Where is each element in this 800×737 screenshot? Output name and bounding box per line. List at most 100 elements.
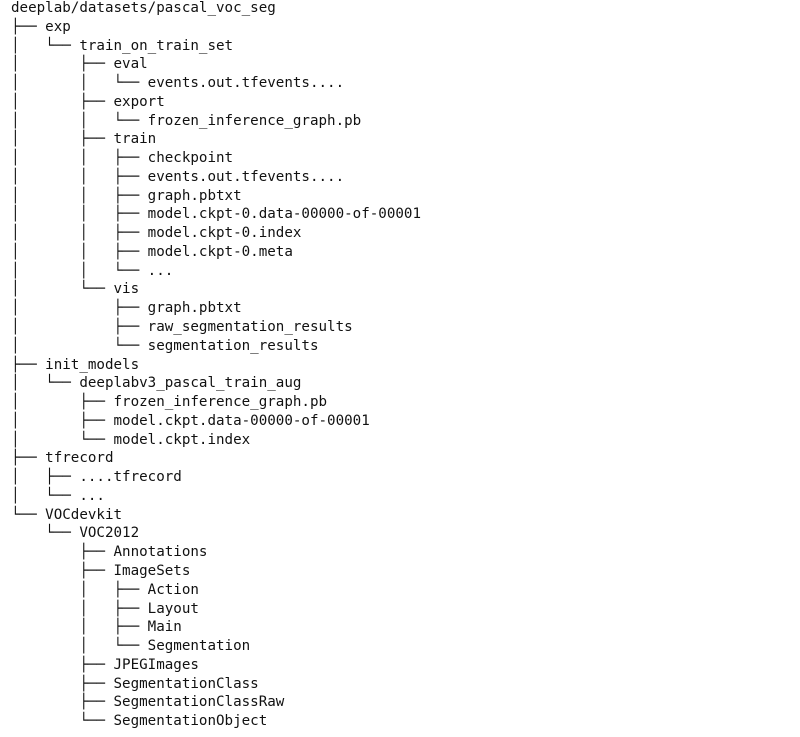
tree-line: ├── SegmentationClass [11, 675, 791, 694]
tree-entry: ... [79, 487, 105, 504]
tree-entry: frozen_inference_graph.pb [147, 112, 362, 129]
tree-line: │ └── model.ckpt.index [11, 431, 791, 450]
tree-entry: Action [147, 581, 199, 598]
tree-line: │ │ └── ... [11, 262, 791, 281]
tree-guide: │ │ ├── [11, 187, 148, 204]
tree-entry: export [113, 93, 165, 110]
tree-guide: │ │ ├── [11, 243, 148, 260]
tree-guide: │ ├── [11, 469, 80, 486]
tree-guide: └── [11, 713, 114, 730]
tree-entry: exp [45, 18, 71, 35]
tree-guide: │ │ └── [11, 75, 148, 92]
tree-guide: │ │ ├── [11, 168, 148, 185]
tree-entry: tfrecord [45, 450, 114, 467]
tree-line: │ └── deeplabv3_pascal_train_aug [11, 374, 791, 393]
tree-entry: SegmentationClass [113, 675, 259, 692]
tree-guide: ├── [11, 675, 114, 692]
tree-guide: ├── [11, 450, 46, 467]
tree-line: └── VOC2012 [11, 524, 791, 543]
tree-line: │ ├── Layout [11, 600, 791, 619]
tree-entry: VOC2012 [79, 525, 140, 542]
directory-tree: deeplab/datasets/pascal_voc_seg ├── exp … [11, 0, 791, 731]
tree-guide: │ ├── [11, 600, 148, 617]
tree-guide: │ │ └── [11, 262, 148, 279]
tree-line: │ │ └── events.out.tfevents.... [11, 74, 791, 93]
tree-entry: model.ckpt-0.index [147, 225, 302, 242]
tree-guide: │ └── [11, 37, 80, 54]
tree-guide: │ ├── [11, 300, 148, 317]
tree-entry: JPEGImages [113, 656, 199, 673]
tree-entry: SegmentationClassRaw [113, 694, 285, 711]
tree-guide: │ └── [11, 638, 148, 655]
tree-entry: graph.pbtxt [147, 300, 242, 317]
tree-guide: │ ├── [11, 93, 114, 110]
tree-line: │ └── Segmentation [11, 637, 791, 656]
tree-line: │ ├── raw_segmentation_results [11, 318, 791, 337]
tree-guide: ├── [11, 18, 46, 35]
tree-entry: model.ckpt.data-00000-of-00001 [113, 412, 370, 429]
tree-guide: │ ├── [11, 131, 114, 148]
tree-entry: graph.pbtxt [147, 187, 242, 204]
tree-entry: deeplabv3_pascal_train_aug [79, 375, 302, 392]
tree-line: ├── tfrecord [11, 449, 791, 468]
tree-entry: checkpoint [147, 150, 234, 167]
tree-root-path: deeplab/datasets/pascal_voc_seg [11, 0, 276, 16]
tree-line: │ │ ├── model.ckpt-0.index [11, 224, 791, 243]
tree-line: │ ├── ....tfrecord [11, 468, 791, 487]
tree-entry: frozen_inference_graph.pb [113, 394, 328, 411]
tree-entry: segmentation_results [147, 337, 319, 354]
tree-guide: ├── [11, 562, 114, 579]
tree-entry: events.out.tfevents.... [147, 168, 345, 185]
tree-line: ├── Annotations [11, 543, 791, 562]
tree-entry: raw_segmentation_results [147, 319, 353, 336]
tree-line: │ ├── export [11, 93, 791, 112]
tree-line: └── SegmentationObject [11, 712, 791, 731]
tree-entry: Layout [147, 600, 199, 617]
tree-line: │ ├── eval [11, 55, 791, 74]
tree-guide: │ └── [11, 337, 148, 354]
tree-line: │ ├── model.ckpt.data-00000-of-00001 [11, 412, 791, 431]
tree-guide: │ │ ├── [11, 225, 148, 242]
tree-line: │ │ ├── checkpoint [11, 149, 791, 168]
tree-guide: │ ├── [11, 319, 148, 336]
tree-line: ├── ImageSets [11, 562, 791, 581]
tree-line: │ ├── graph.pbtxt [11, 299, 791, 318]
tree-line: │ └── train_on_train_set [11, 37, 791, 56]
tree-entry: SegmentationObject [113, 713, 268, 730]
tree-entry: Main [147, 619, 182, 636]
tree-guide: │ │ ├── [11, 150, 148, 167]
tree-guide: │ └── [11, 487, 80, 504]
tree-line: │ │ ├── model.ckpt-0.meta [11, 243, 791, 262]
tree-line: ├── SegmentationClassRaw [11, 693, 791, 712]
tree-line: │ ├── Action [11, 581, 791, 600]
tree-guide: ├── [11, 544, 114, 561]
tree-guide: │ ├── [11, 412, 114, 429]
tree-guide: │ ├── [11, 581, 148, 598]
tree-line: │ └── ... [11, 487, 791, 506]
tree-entry: train_on_train_set [79, 37, 234, 54]
tree-guide: │ │ ├── [11, 206, 148, 223]
tree-guide: │ └── [11, 281, 114, 298]
tree-guide: └── [11, 525, 80, 542]
tree-line: │ ├── frozen_inference_graph.pb [11, 393, 791, 412]
tree-entry: eval [113, 56, 148, 73]
tree-line: │ │ └── frozen_inference_graph.pb [11, 112, 791, 131]
tree-entry: model.ckpt-0.data-00000-of-00001 [147, 206, 422, 223]
tree-guide: ├── [11, 356, 46, 373]
tree-entry: Annotations [113, 544, 208, 561]
tree-line: │ └── segmentation_results [11, 337, 791, 356]
tree-guide: ├── [11, 656, 114, 673]
tree-entry: Segmentation [147, 638, 251, 655]
tree-entry: init_models [45, 356, 140, 373]
tree-line: │ │ ├── model.ckpt-0.data-00000-of-00001 [11, 205, 791, 224]
tree-line: │ │ ├── events.out.tfevents.... [11, 168, 791, 187]
tree-entry: ....tfrecord [79, 469, 182, 486]
tree-entry: model.ckpt.index [113, 431, 251, 448]
tree-entry: ... [147, 262, 174, 279]
tree-line: ├── exp [11, 18, 791, 37]
tree-guide: │ └── [11, 431, 114, 448]
tree-guide: │ └── [11, 375, 80, 392]
tree-entry: events.out.tfevents.... [147, 75, 345, 92]
tree-entry: VOCdevkit [45, 506, 123, 523]
tree-guide: │ ├── [11, 56, 114, 73]
